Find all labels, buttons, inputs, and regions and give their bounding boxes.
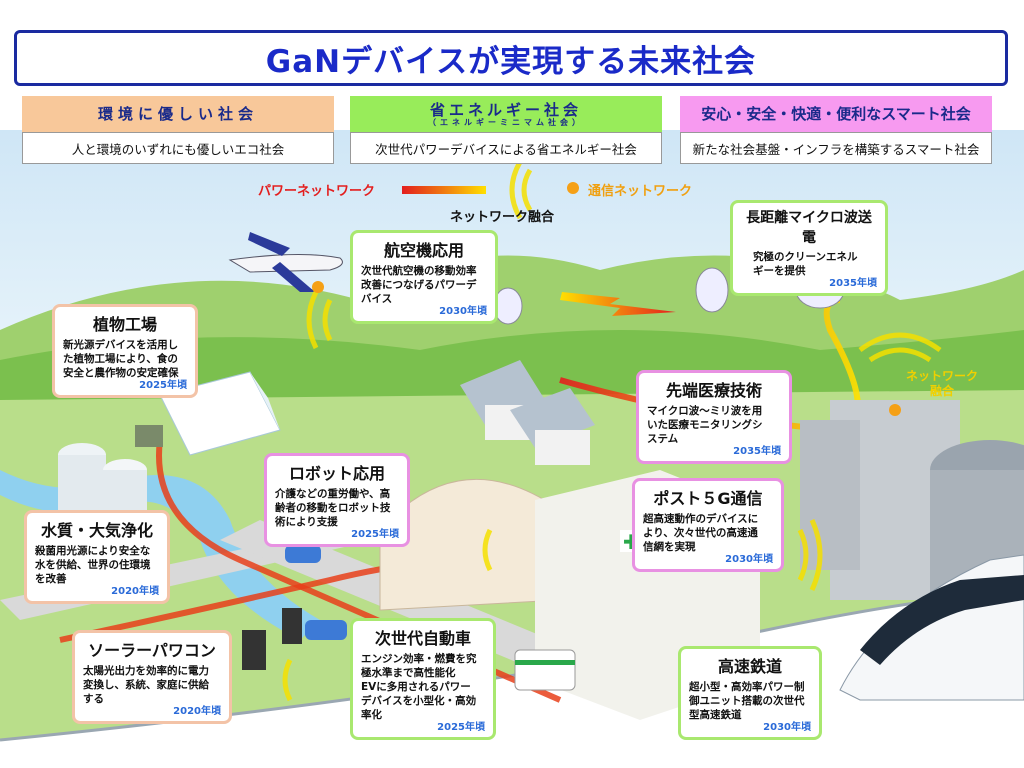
card-solar: ソーラーパワコン 太陽光出力を効率的に電力 変換し、系統、家庭に供給 する 20… — [72, 630, 232, 724]
main-title-box: GaNデバイスが実現する未来社会 — [14, 30, 1008, 86]
card-microwave-title: 長距離マイクロ波送電 — [746, 210, 872, 246]
card-5g-text-1: 超高速動作のデバイスに — [643, 513, 759, 525]
card-car: 次世代自動車 エンジン効率・燃費を究 極水準まで高性能化 EVに多用されるパワー… — [350, 618, 496, 740]
ev-charger-2 — [282, 608, 302, 644]
card-solar-text-1: 太陽光出力を効率的に電力 — [83, 665, 209, 677]
card-5g-title: ポスト５G通信 — [653, 489, 763, 508]
card-car-text-5: 率化 — [361, 709, 382, 721]
ev-charger — [242, 630, 266, 670]
card-rail: 高速鉄道 超小型・高効率パワー制 御ユニット搭載の次世代 型高速鉄道 2030年… — [678, 646, 822, 740]
card-solar-text-3: する — [83, 693, 104, 705]
card-water-text-2: 水を供給、世界の住環境 — [35, 559, 151, 571]
card-robot: ロボット応用 介護などの重労働や、高 齢者の移動をロボット技 術により支援 20… — [264, 453, 410, 547]
card-car-text-1: エンジン効率・燃費を究 — [361, 653, 477, 665]
card-medical-title: 先端医療技術 — [665, 381, 762, 400]
network-fusion-label: ネットワーク融合 — [450, 210, 555, 225]
card-robot-text-1: 介護などの重労働や、高 — [275, 488, 391, 500]
card-5g-year: 2030年頃 — [725, 554, 773, 565]
card-microwave-year: 2035年頃 — [829, 278, 877, 289]
card-medical-text-1: マイクロ波～ミリ波を用 — [647, 405, 763, 417]
category-energy: 省エネルギー社会 （エネルギーミニマム社会） — [350, 96, 662, 132]
car-blue — [285, 545, 321, 563]
high-speed-train — [839, 554, 1024, 701]
card-5g-text-3: 信網を実現 — [643, 541, 696, 553]
card-car-text-2: 極水準まで高性能化 — [361, 667, 456, 679]
card-5g: ポスト５G通信 超高速動作のデバイスに より、次々世代の高速通 信網を実現 20… — [632, 478, 784, 572]
network-fusion-right-line2: 融合 — [930, 384, 955, 398]
category-eco: 環境に優しい社会 — [22, 96, 334, 132]
card-car-text-4: デバイスを小型化・高効 — [361, 695, 477, 707]
card-plant-text-2: た植物工場により、食の — [63, 353, 178, 365]
card-robot-title: ロボット応用 — [288, 464, 385, 483]
card-rail-text-2: 御ユニット搭載の次世代 — [689, 695, 805, 707]
card-medical-text-2: いた医療モニタリングシ — [647, 419, 763, 431]
power-network-swatch — [402, 186, 486, 194]
category-energy-description: 次世代パワーデバイスによる省エネルギー社会 — [350, 132, 662, 164]
card-plant-text-3: 安全と農作物の安定確保 — [63, 367, 179, 379]
signal-waves — [282, 160, 942, 702]
card-5g-text-2: より、次々世代の高速通 — [643, 527, 758, 539]
card-robot-text-2: 齢者の移動をロボット技 — [275, 502, 391, 514]
category-energy-title: 省エネルギー社会 — [429, 100, 582, 119]
comm-node — [567, 182, 579, 194]
card-water-year: 2020年頃 — [111, 586, 159, 597]
card-medical-year: 2035年頃 — [733, 446, 781, 457]
card-medical-text-3: ステム — [647, 433, 679, 445]
card-aircraft-text-1: 次世代航空機の移動効率 — [361, 265, 477, 277]
card-aircraft-title: 航空機応用 — [383, 241, 464, 260]
card-microwave-text-2: ギーを提供 — [753, 265, 806, 277]
card-car-title: 次世代自動車 — [374, 629, 471, 648]
card-solar-title: ソーラーパワコン — [88, 641, 216, 660]
card-robot-year: 2025年頃 — [351, 529, 399, 540]
card-plant-text-1: 新光源デバイスを活用し — [63, 339, 179, 351]
category-eco-title: 環境に優しい社会 — [97, 105, 258, 123]
card-solar-year: 2020年頃 — [173, 706, 221, 717]
card-medical: 先端医療技術 マイクロ波～ミリ波を用 いた医療モニタリングシ ステム 2035年… — [636, 370, 792, 464]
card-rail-year: 2030年頃 — [763, 722, 811, 733]
plane-node — [312, 281, 324, 293]
card-aircraft-year: 2030年頃 — [439, 306, 487, 317]
card-microwave-text-1: 究極のクリーンエネル — [753, 251, 858, 263]
houses — [460, 360, 595, 465]
card-car-text-3: EVに多用されるパワー — [361, 681, 471, 693]
comm-network-label: 通信ネットワーク — [588, 184, 693, 199]
card-water-text-3: を改善 — [35, 573, 67, 585]
card-water-title: 水質・大気浄化 — [40, 521, 153, 540]
network-bolt — [560, 292, 676, 316]
ambulance — [514, 649, 576, 691]
card-water: 水質・大気浄化 殺菌用光源により安全な 水を供給、世界の住環境 を改善 2020… — [24, 510, 170, 604]
car-blue-2 — [305, 620, 347, 640]
card-robot-text-3: 術により支援 — [275, 516, 338, 528]
card-microwave: 長距離マイクロ波送電 究極のクリーンエネル ギーを提供 2035年頃 — [730, 200, 888, 296]
card-rail-title: 高速鉄道 — [717, 657, 782, 676]
card-solar-text-2: 変換し、系統、家庭に供給 — [83, 679, 209, 691]
category-smart-description: 新たな社会基盤・インフラを構築するスマート社会 — [680, 132, 992, 164]
category-eco-description: 人と環境のいずれにも優しいエコ社会 — [22, 132, 334, 164]
main-title: GaNデバイスが実現する未来社会 — [265, 43, 757, 80]
airplane — [228, 232, 343, 292]
card-aircraft: 航空機応用 次世代航空機の移動効率 改善につなげるパワーデ バイス 2030年頃 — [350, 230, 498, 324]
card-aircraft-text-2: 改善につなげるパワーデ — [361, 279, 477, 291]
card-water-text-1: 殺菌用光源により安全な — [35, 545, 151, 557]
power-network-label: パワーネットワーク — [258, 184, 376, 199]
card-plant: 植物工場 新光源デバイスを活用し た植物工場により、食の 安全と農作物の安定確保… — [52, 304, 198, 398]
card-rail-text-3: 型高速鉄道 — [689, 709, 742, 721]
card-aircraft-text-3: バイス — [361, 293, 393, 305]
network-fusion-right: ネットワーク 融合 — [906, 369, 978, 399]
network-fusion-right-line1: ネットワーク — [906, 369, 979, 383]
card-car-year: 2025年頃 — [437, 722, 485, 733]
category-smart: 安心・安全・快適・便利なスマート社会 — [680, 96, 992, 132]
card-plant-title: 植物工場 — [92, 315, 157, 334]
card-plant-year: 2025年頃 — [139, 380, 187, 391]
plant-node — [889, 404, 901, 416]
category-energy-subtitle: （エネルギーミニマム社会） — [428, 117, 584, 127]
card-rail-text-1: 超小型・高効率パワー制 — [689, 681, 805, 693]
category-smart-title: 安心・安全・快適・便利なスマート社会 — [701, 105, 971, 123]
